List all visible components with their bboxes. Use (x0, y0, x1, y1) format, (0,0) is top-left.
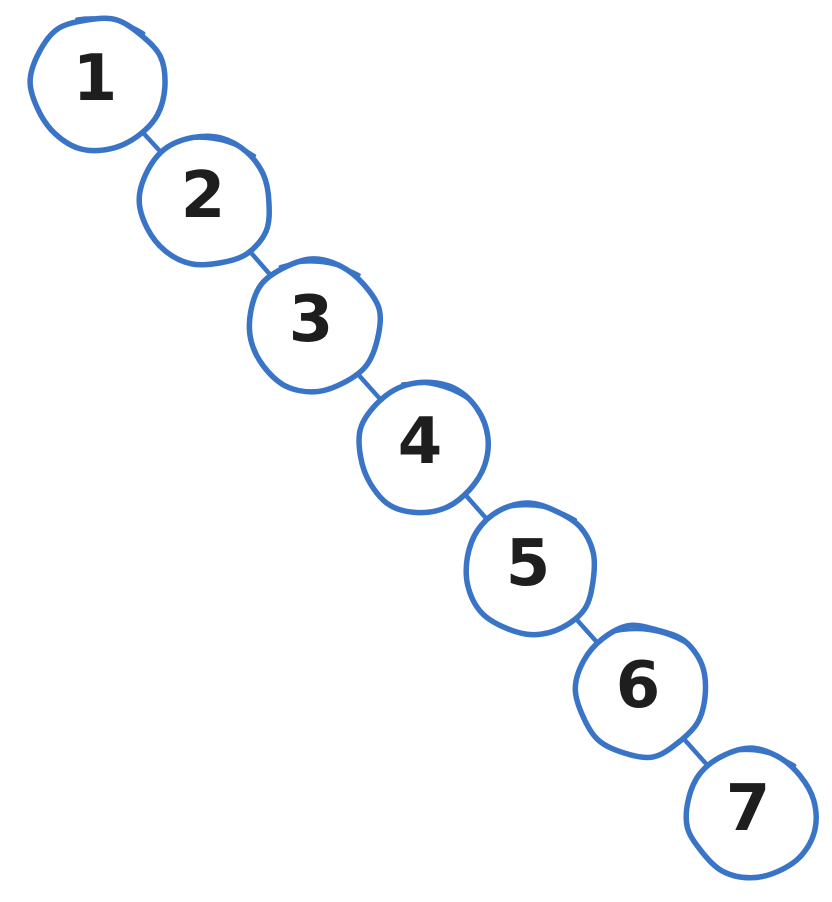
node-circle (27, 15, 168, 154)
node-2[interactable]: 2 (136, 133, 272, 268)
node-7[interactable]: 7 (683, 745, 819, 881)
node-circle (136, 133, 272, 268)
node-circle (356, 379, 491, 516)
node-sketch-overstroke (502, 504, 578, 522)
edge-n6-n7[interactable] (681, 736, 712, 770)
node-sketch-overstroke (729, 748, 797, 767)
node-label: 1 (73, 42, 118, 116)
node-sketch-overstroke (278, 260, 361, 277)
node-label: 3 (289, 283, 334, 357)
edge-n2-n3[interactable] (245, 247, 274, 279)
node-sketch-overstroke (400, 381, 474, 404)
node-sketch-overstroke (75, 16, 146, 35)
node-sketch-overstroke (177, 136, 257, 158)
node-circle (683, 745, 819, 881)
node-label: 5 (506, 527, 551, 601)
edge-n3-n4[interactable] (355, 371, 383, 402)
node-5[interactable]: 5 (463, 500, 598, 638)
node-label: 6 (616, 649, 661, 723)
node-1[interactable]: 1 (27, 15, 168, 154)
node-label: 7 (726, 772, 771, 846)
node-sketch-overstroke (606, 628, 692, 648)
node-label: 4 (398, 405, 443, 479)
edge-n5-n6[interactable] (571, 614, 601, 646)
node-4[interactable]: 4 (356, 379, 491, 516)
node-6[interactable]: 6 (572, 622, 709, 761)
node-label: 2 (181, 159, 226, 233)
node-3[interactable]: 3 (246, 256, 384, 395)
edge-n4-n5[interactable] (463, 492, 491, 524)
